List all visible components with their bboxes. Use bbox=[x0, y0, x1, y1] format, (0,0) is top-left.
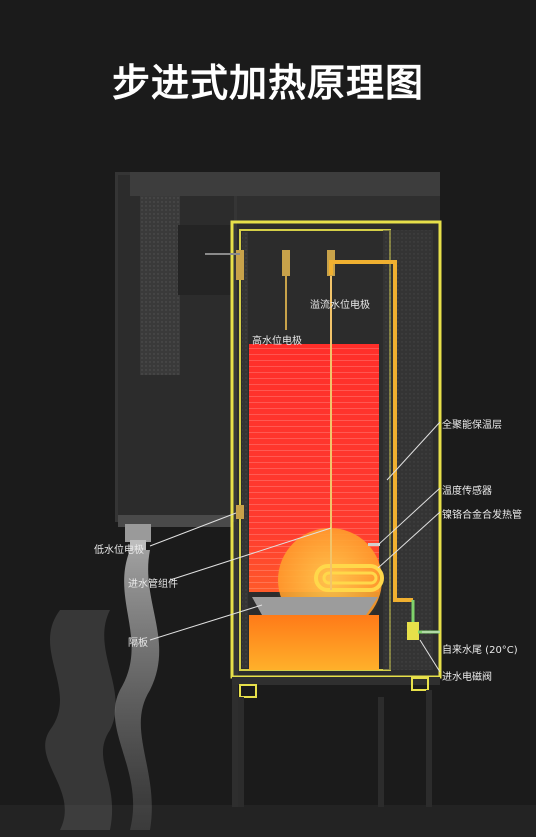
diagram-title: 步进式加热原理图 bbox=[111, 61, 424, 105]
label-heating-tube: 镍铬合金合发热管 bbox=[442, 510, 522, 521]
label-partition: 隔板 bbox=[128, 638, 148, 649]
floor bbox=[0, 805, 536, 837]
label-inlet-valve: 进水电磁阀 bbox=[442, 672, 492, 683]
label-inlet-assembly: 进水管组件 bbox=[128, 579, 178, 590]
label-tap-water: 自来水尾 (20°C) bbox=[442, 645, 518, 656]
spout-and-steam bbox=[45, 524, 160, 830]
tank-base bbox=[232, 677, 440, 807]
label-low-electrode: 低水位电极 bbox=[94, 545, 144, 556]
warm-water-region bbox=[249, 615, 379, 670]
label-temp-sensor: 温度传感器 bbox=[442, 486, 492, 497]
partition-plate bbox=[252, 597, 378, 615]
label-insulation: 全聚能保温层 bbox=[442, 420, 502, 431]
machine-left-hood bbox=[115, 172, 238, 807]
top-lid bbox=[130, 172, 440, 222]
heating-tube bbox=[314, 564, 384, 592]
leader-lines bbox=[149, 421, 441, 673]
label-overflow-electrode: 溢流水位电极 bbox=[310, 300, 370, 311]
overflow-pipe bbox=[329, 260, 413, 602]
label-high-electrode: 高水位电极 bbox=[252, 336, 302, 347]
